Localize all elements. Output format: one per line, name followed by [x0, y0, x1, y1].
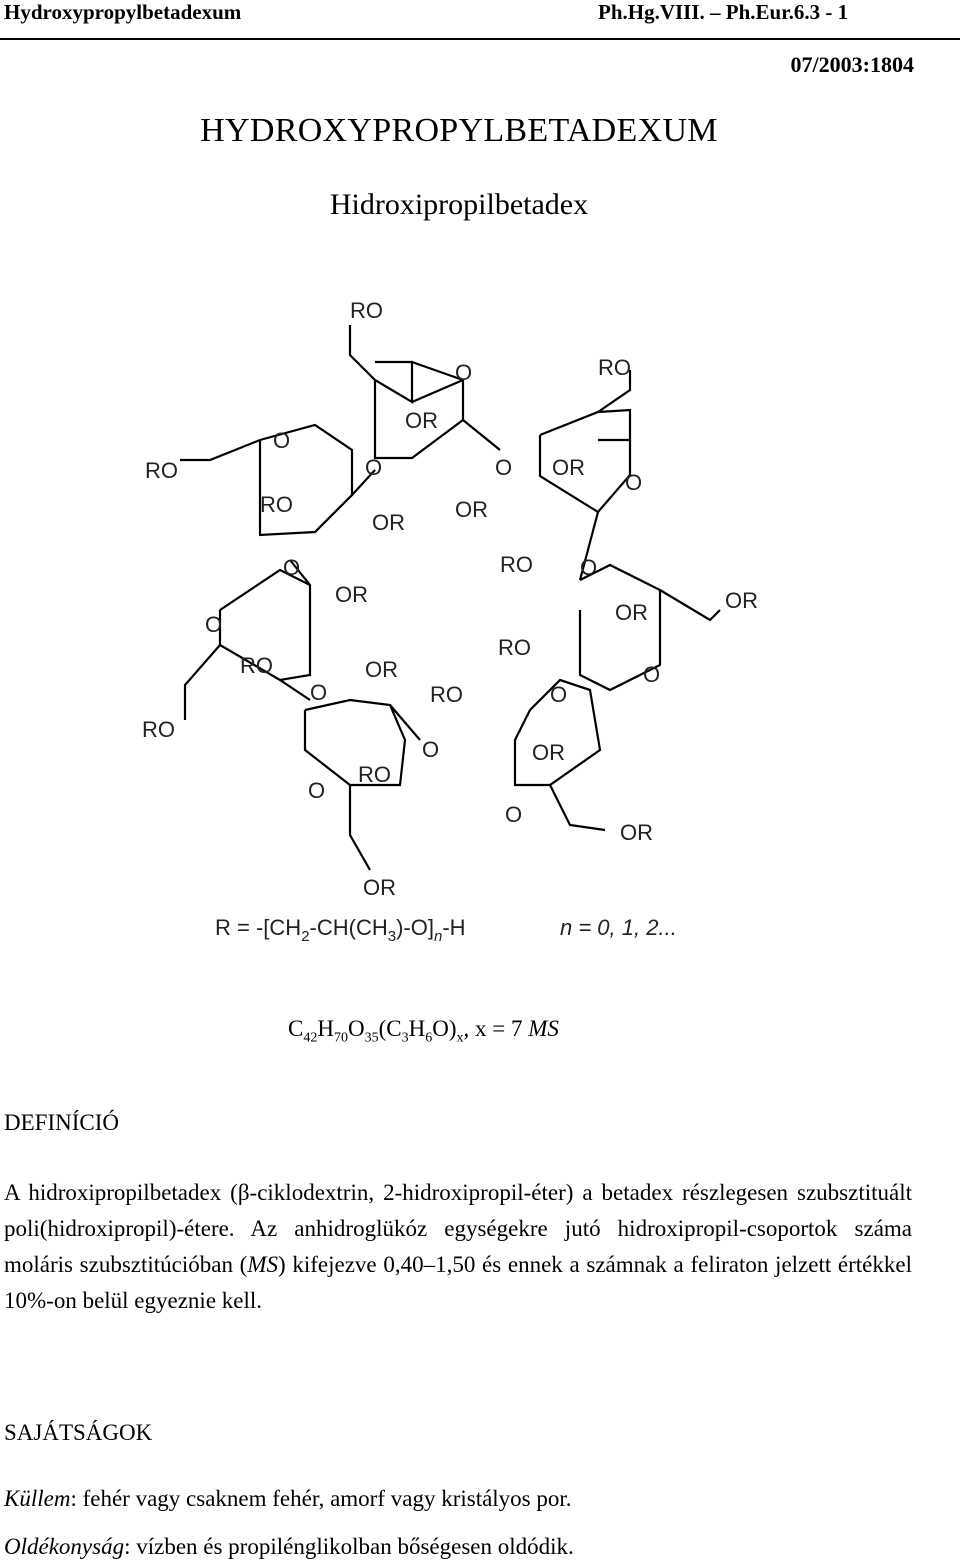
label-o: O — [455, 360, 472, 385]
label-ro: RO — [500, 552, 533, 577]
label-ro: RO — [358, 762, 391, 787]
label-o: O — [273, 428, 290, 453]
properties-heading: SAJÁTSÁGOK — [4, 1420, 153, 1445]
svg-text:R = -[CH2-CH(CH3)-O]n-H: R = -[CH2-CH(CH3)-O]n-H — [215, 915, 466, 945]
page-header: Hydroxypropylbetadexum Ph.Hg.VIII. – Ph.… — [0, 0, 960, 40]
label-ro: RO — [598, 355, 631, 380]
definition-heading: DEFINÍCIÓ — [4, 1110, 119, 1135]
formula-sub: 42 — [303, 1030, 318, 1046]
label-or: OR — [372, 510, 405, 535]
label-ro: RO — [350, 298, 383, 323]
label-or: OR — [532, 740, 565, 765]
appearance-value: : fehér vagy csaknem fehér, amorf vagy k… — [70, 1486, 572, 1511]
definition-text: A hidroxipropilbetadex (β-ciklodextrin, … — [4, 1175, 912, 1319]
structural-formula: RO O RO OR O O O OR O RO RO OR OR O RO O… — [142, 298, 758, 945]
formula-sub: 35 — [364, 1030, 379, 1046]
label-or: OR — [405, 408, 438, 433]
solubility-label: Oldékonyság — [4, 1534, 125, 1559]
n-values: n = 0, 1, 2... — [560, 915, 677, 940]
formula-sub: x — [456, 1030, 464, 1046]
formula-sub: 6 — [425, 1030, 433, 1046]
label-o: O — [310, 680, 327, 705]
r-def-sub: 3 — [388, 928, 396, 945]
formula-sub: 70 — [333, 1030, 348, 1046]
formula-part: C — [288, 1016, 304, 1041]
formula-sub: 3 — [401, 1030, 409, 1046]
label-o: O — [283, 555, 300, 580]
label-or: OR — [363, 875, 396, 900]
appearance-label: Küllem — [4, 1486, 71, 1511]
r-def-sub: 2 — [301, 928, 309, 945]
label-o: O — [505, 802, 522, 827]
r-def-part: )-O] — [396, 915, 434, 940]
label-or: OR — [615, 600, 648, 625]
label-o: O — [365, 455, 382, 480]
label-ro: RO — [142, 717, 175, 742]
formula-part: O) — [432, 1016, 457, 1041]
label-or: OR — [335, 582, 368, 607]
r-def-part: -CH(CH — [310, 915, 388, 940]
monograph-title: HYDROXYPROPYLBETADEXUM — [200, 112, 718, 149]
formula-part: H — [408, 1016, 426, 1041]
molecular-formula: C42H70O35(C3H6O)x, x = 7 MS — [288, 1016, 559, 1047]
r-def-part: R = -[CH — [215, 915, 301, 940]
r-group-definition: R = -[CH2-CH(CH3)-O]n-H n = 0, 1, 2... — [215, 915, 677, 945]
solubility-line: Oldékonyság: vízben és propilénglikolban… — [4, 1534, 574, 1560]
label-ro: RO — [260, 492, 293, 517]
appearance-line: Küllem: fehér vagy csaknem fehér, amorf … — [4, 1486, 572, 1512]
label-ro: RO — [430, 682, 463, 707]
document-number: 07/2003:1804 — [790, 52, 914, 77]
label-ro: RO — [498, 635, 531, 660]
label-o: O — [495, 455, 512, 480]
label-or: OR — [365, 657, 398, 682]
label-or: OR — [552, 455, 585, 480]
monograph-subtitle: Hidroxipropilbetadex — [329, 188, 589, 221]
label-o: O — [205, 612, 222, 637]
ring-bonds — [180, 325, 721, 871]
label-ro: RO — [240, 653, 273, 678]
header-reference: Ph.Hg.VIII. – Ph.Eur.6.3 - 1 — [598, 0, 849, 24]
label-or: OR — [620, 820, 653, 845]
label-o: O — [580, 555, 597, 580]
r-def-sub: n — [434, 928, 442, 945]
formula-ms: MS — [528, 1016, 559, 1041]
label-o: O — [422, 737, 439, 762]
label-o: O — [643, 662, 660, 687]
formula-part: , x = 7 — [463, 1016, 529, 1041]
label-or: OR — [725, 588, 758, 613]
definition-text-part: A hidroxipropilbetadex (β-ciklodextrin, … — [4, 1180, 912, 1277]
solubility-value: : vízben és propilénglikolban bőségesen … — [124, 1534, 574, 1559]
header-title: Hydroxypropylbetadexum — [4, 0, 242, 24]
label-ro: RO — [145, 458, 178, 483]
label-o: O — [625, 470, 642, 495]
definition-text-part: ) kifejezve 0,40–1,50 és ennek a számnak… — [4, 1252, 912, 1313]
formula-part: O — [347, 1016, 365, 1041]
label-o: O — [550, 682, 567, 707]
formula-part: H — [317, 1016, 334, 1041]
label-o: O — [308, 778, 325, 803]
atom-labels: RO O RO OR O O O OR O RO RO OR OR O RO O… — [142, 298, 758, 900]
r-def-part: -H — [442, 915, 465, 940]
label-or: OR — [455, 497, 488, 522]
definition-ms: MS — [247, 1252, 279, 1277]
formula-part: (C — [378, 1016, 402, 1041]
